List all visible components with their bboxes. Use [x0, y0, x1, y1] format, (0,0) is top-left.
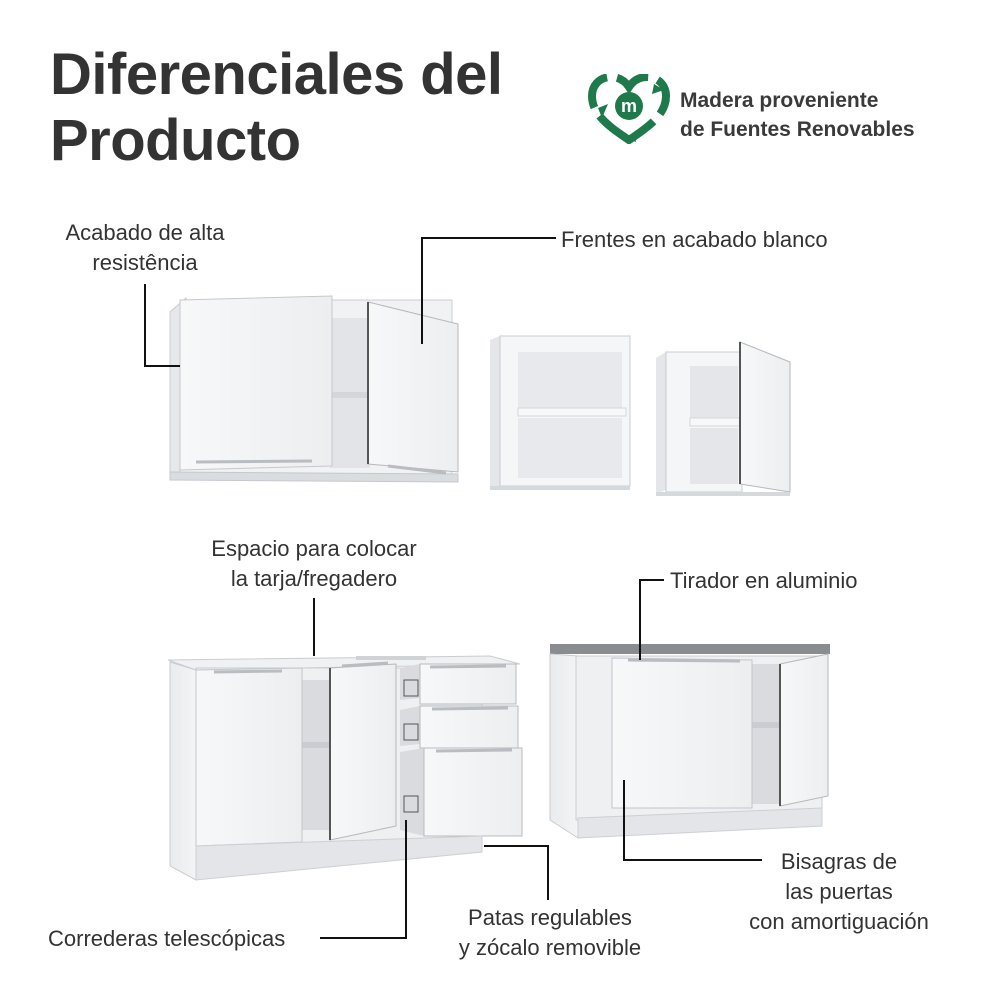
page-title-line-2: Producto: [50, 108, 301, 173]
upper-door-left: [179, 295, 333, 471]
badge-text: Madera proveniente de Fuentes Renovables: [680, 86, 915, 144]
label-patas-line-1: Patas regulables: [468, 905, 632, 930]
page-title: Diferenciales del Producto: [50, 42, 503, 174]
label-espacio-line-2: la tarja/fregadero: [230, 566, 398, 591]
base-cabinet-countertop: [549, 644, 830, 839]
label-bisagras-line-1: Bisagras de: [780, 849, 898, 874]
upper-cabinet-single: [656, 341, 791, 496]
label-bisagras-line-3: con amortiguación: [749, 909, 929, 934]
label-patas: Patas regulables y zócalo removible: [440, 903, 660, 963]
badge-line-1: Madera proveniente: [680, 89, 879, 112]
leader-patas: [484, 845, 549, 900]
label-bisagras-line-2: las puertas: [785, 879, 893, 904]
leader-lines: [144, 237, 762, 939]
badge-line-2: de Fuentes Renovables: [680, 118, 915, 141]
label-espacio: Espacio para colocar la tarja/fregadero: [194, 534, 434, 594]
leader-correderas: [320, 820, 407, 939]
leader-bisagras: [623, 780, 762, 861]
upper-cabinet-double: [169, 295, 459, 483]
upper-door-right-open: [367, 301, 459, 473]
leader-acabado: [144, 284, 180, 367]
label-acabado-line-1: Acabado de alta: [65, 220, 225, 245]
leader-tirador: [639, 579, 664, 660]
badge-letter: m: [621, 96, 637, 116]
label-acabado: Acabado de alta resistência: [52, 218, 238, 278]
label-patas-line-2: y zócalo removible: [458, 935, 642, 960]
sink-base-cabinet: [167, 655, 523, 881]
label-espacio-line-1: Espacio para colocar: [211, 536, 417, 561]
upper-cabinet-open-shelf: [490, 335, 631, 490]
label-bisagras: Bisagras de las puertas con amortiguació…: [728, 847, 950, 937]
label-correderas: Correderas telescópicas: [48, 926, 286, 951]
leader-frentes: [421, 237, 556, 344]
label-frentes: Frentes en acabado blanco: [561, 227, 828, 252]
label-tirador: Tirador en aluminio: [670, 568, 858, 593]
page-title-line-1: Diferenciales del: [50, 42, 503, 107]
recycle-heart-icon: m: [588, 74, 670, 144]
countertop: [550, 644, 830, 654]
label-acabado-line-2: resistência: [92, 250, 198, 275]
